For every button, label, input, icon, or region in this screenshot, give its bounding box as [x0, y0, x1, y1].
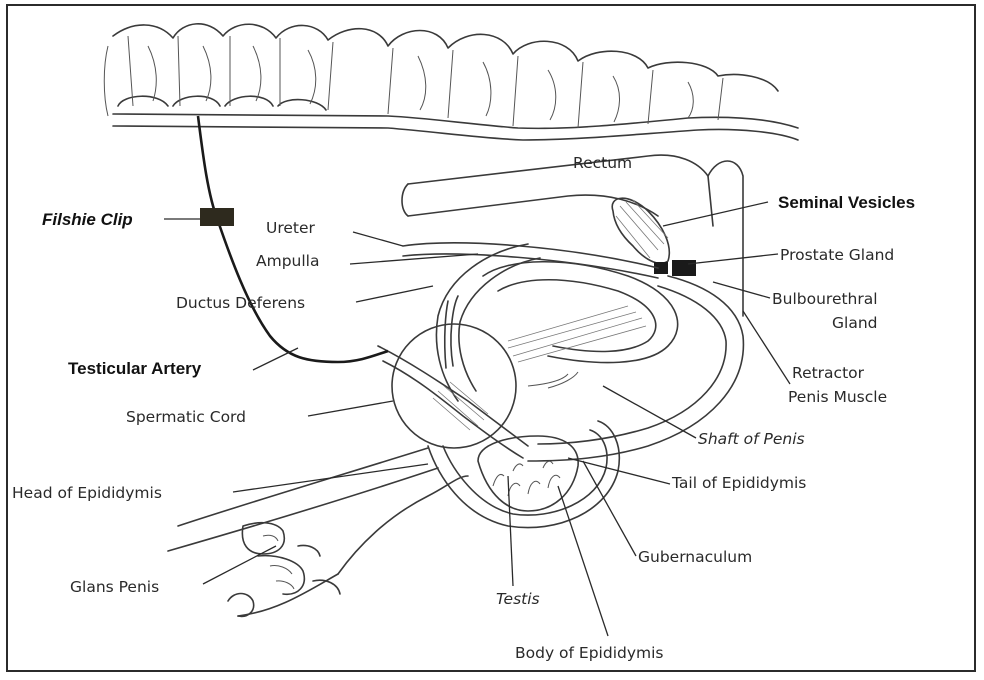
- label-tail-of-epididymis: Tail of Epididymis: [671, 474, 806, 492]
- label-testis: Testis: [496, 590, 540, 608]
- label-ampulla: Ampulla: [256, 252, 319, 270]
- label-testicular-artery: Testicular Artery: [68, 359, 202, 378]
- penis-glans-shape: [168, 448, 468, 616]
- label-head-of-epididymis: Head of Epididymis: [12, 484, 162, 502]
- label-bulbourethral: Bulbourethral: [772, 290, 878, 308]
- label-gubernaculum: Gubernaculum: [638, 548, 752, 566]
- label-ureter: Ureter: [266, 219, 316, 237]
- label-penis-muscle: Penis Muscle: [788, 388, 887, 406]
- spermatic-cord-shape: [378, 296, 528, 458]
- label-retractor: Retractor: [792, 364, 865, 382]
- anatomy-diagram: Filshie Clip Ureter Ampulla Ductus Defer…: [8, 6, 974, 670]
- testicular-artery-line: [198, 116, 388, 362]
- label-prostate-gland: Prostate Gland: [780, 246, 894, 264]
- filshie-clip-icon: [200, 208, 234, 226]
- label-shaft-of-penis: Shaft of Penis: [698, 430, 805, 448]
- label-spermatic-cord: Spermatic Cord: [126, 408, 246, 426]
- label-filshie-clip: Filshie Clip: [42, 210, 133, 229]
- rectum-shape: [402, 155, 743, 316]
- diagram-frame: Filshie Clip Ureter Ampulla Ductus Defer…: [6, 4, 976, 672]
- label-ductus-deferens: Ductus Deferens: [176, 294, 305, 312]
- label-gland: Gland: [832, 314, 877, 332]
- label-glans-penis: Glans Penis: [70, 578, 159, 596]
- label-rectum: Rectum: [573, 154, 632, 172]
- label-body-of-epididymis: Body of Epididymis: [515, 644, 664, 662]
- seminal-vesicle-shape: [612, 198, 669, 263]
- vertebral-column: [104, 24, 798, 140]
- label-seminal-vesicles: Seminal Vesicles: [778, 193, 915, 212]
- prostate-blob-2: [672, 260, 696, 276]
